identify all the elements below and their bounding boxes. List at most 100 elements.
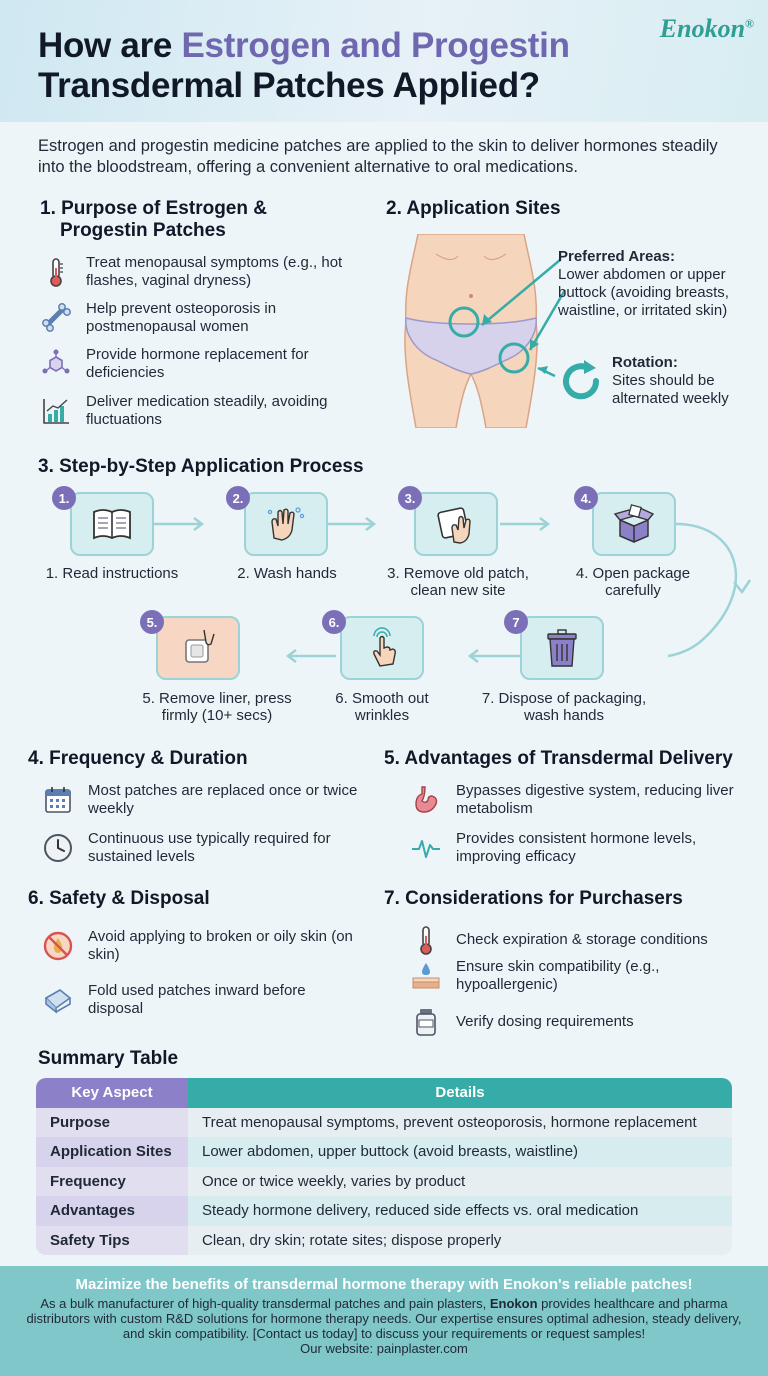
rotation-note: Rotation: Sites should be alternated wee… xyxy=(612,354,752,408)
step-2-number: 2. xyxy=(226,486,250,510)
advantages-item-text: Bypasses digestive system, reducing live… xyxy=(456,782,734,817)
purpose-heading: 1. Purpose of Estrogen & Progestin Patch… xyxy=(40,198,267,242)
step-6-number: 6. xyxy=(322,610,346,634)
footer-body-post: provides healthcare and pharma distribut… xyxy=(26,1296,742,1341)
considerations-heading: 7. Considerations for Purchasers xyxy=(384,888,683,909)
step-4-box xyxy=(592,492,676,556)
safety-heading: 6. Safety & Disposal xyxy=(28,888,210,909)
process-heading: 3. Step-by-Step Application Process xyxy=(38,456,364,477)
footer-website[interactable]: Our website: painplaster.com xyxy=(300,1341,468,1356)
thermometer-icon xyxy=(408,922,444,958)
book-icon xyxy=(93,509,131,540)
open-box-icon xyxy=(613,504,655,543)
advantages-item: Provides consistent hormone levels, impr… xyxy=(408,830,738,866)
sites-heading: 2. Application Sites xyxy=(386,198,561,219)
brand-mark: ® xyxy=(745,16,754,31)
bone-icon xyxy=(38,300,74,336)
brand-logo: Enokon® xyxy=(660,14,754,44)
purpose-item: Help prevent osteoporosis in postmenopau… xyxy=(38,300,348,336)
purpose-item: Treat menopausal symptoms (e.g., hot fla… xyxy=(38,254,348,290)
table-cell-key: Advantages xyxy=(36,1196,188,1226)
patch-press-icon xyxy=(185,629,215,663)
frequency-item: Continuous use typically required for su… xyxy=(40,830,370,866)
considerations-item: Verify dosing requirements xyxy=(408,1004,748,1040)
purpose-item: Provide hormone replacement for deficien… xyxy=(38,346,348,382)
summary-heading: Summary Table xyxy=(38,1048,179,1069)
preferred-title: Preferred Areas: xyxy=(558,248,676,265)
step-2-box xyxy=(244,492,328,556)
table-header-row: Key Aspect Details xyxy=(36,1078,732,1108)
no-oil-icon xyxy=(40,928,76,964)
frequency-heading: 4. Frequency & Duration xyxy=(28,748,248,769)
purpose-item-text: Treat menopausal symptoms (e.g., hot fla… xyxy=(86,254,343,289)
calendar-icon xyxy=(40,782,76,818)
advantages-heading: 5. Advantages of Transdermal Delivery xyxy=(384,748,733,769)
table-row: Frequency Once or twice weekly, varies b… xyxy=(36,1166,732,1196)
rotation-icon xyxy=(563,360,600,400)
step-6-box xyxy=(340,616,424,680)
frequency-item-text: Most patches are replaced once or twice … xyxy=(88,782,358,817)
frequency-item: Most patches are replaced once or twice … xyxy=(40,782,360,818)
purpose-item-text: Deliver medication steadily, avoiding fl… xyxy=(86,393,328,428)
considerations-item-text: Verify dosing requirements xyxy=(456,1013,634,1030)
intro-text: Estrogen and progestin medicine patches … xyxy=(38,137,718,176)
step-1-number: 1. xyxy=(52,486,76,510)
process-connectors xyxy=(154,517,752,663)
table-row: Application Sites Lower abdomen, upper b… xyxy=(36,1137,732,1167)
footer-brand: Enokon xyxy=(489,1296,538,1311)
step-7-box xyxy=(520,616,604,680)
step-3-number: 3. xyxy=(398,486,422,510)
skin-drop-icon xyxy=(408,958,444,994)
purpose-heading-line2: Progestin Patches xyxy=(60,220,226,241)
safety-item: Fold used patches inward before disposal xyxy=(40,982,360,1018)
step-2-label: 2. Wash hands xyxy=(237,565,337,582)
bottle-icon xyxy=(408,1004,444,1040)
title-part1: How are xyxy=(38,26,182,65)
body-illustration xyxy=(404,234,538,428)
step-5-label: 5. Remove liner, press firmly (10+ secs) xyxy=(142,690,292,724)
safety-item-text: Avoid applying to broken or oily skin (o… xyxy=(88,928,353,963)
table-row: Advantages Steady hormone delivery, redu… xyxy=(36,1196,732,1226)
footer-body-pre: As a bulk manufacturer of high-quality t… xyxy=(40,1296,490,1311)
considerations-item-text: Ensure skin compatibility (e.g., hypoall… xyxy=(456,958,660,993)
footer-banner: Mazimize the benefits of transdermal hor… xyxy=(0,1266,768,1376)
step-4-label: 4. Open package carefully xyxy=(575,565,691,599)
footer-body: As a bulk manufacturer of high-quality t… xyxy=(0,1294,768,1341)
folded-patch-icon xyxy=(40,982,76,1018)
footer-title: Mazimize the benefits of transdermal hor… xyxy=(75,1276,693,1293)
summary-table: Key Aspect Details Purpose Treat menopau… xyxy=(36,1078,732,1255)
considerations-item-text: Check expiration & storage conditions xyxy=(456,931,708,948)
table-row: Purpose Treat menopausal symptoms, preve… xyxy=(36,1107,732,1137)
purpose-item: Deliver medication steadily, avoiding fl… xyxy=(38,393,358,429)
table-cell-value: Lower abdomen, upper buttock (avoid brea… xyxy=(188,1137,732,1167)
rotation-text: Sites should be alternated weekly xyxy=(612,372,729,407)
advantages-item-text: Provides consistent hormone levels, impr… xyxy=(456,830,697,865)
step-1-box xyxy=(70,492,154,556)
table-cell-value: Treat menopausal symptoms, prevent osteo… xyxy=(202,1113,697,1131)
rotation-title: Rotation: xyxy=(612,354,678,371)
step-4-number: 4. xyxy=(574,486,598,510)
header-banner: How are Estrogen and Progestin Transderm… xyxy=(0,0,768,122)
purpose-heading-line1: 1. Purpose of Estrogen & xyxy=(40,198,267,219)
title-line2: Transdermal Patches Applied? xyxy=(38,66,540,105)
step-6-label: 6. Smooth out wrinkles xyxy=(335,690,429,724)
purpose-item-text: Help prevent osteoporosis in postmenopau… xyxy=(86,300,277,335)
stomach-icon xyxy=(408,782,444,818)
molecule-icon xyxy=(38,346,74,382)
safety-item-text: Fold used patches inward before disposal xyxy=(88,982,306,1017)
brand-name: Enokon xyxy=(659,14,746,43)
pulse-icon xyxy=(408,830,444,866)
step-7-number: 7 xyxy=(504,610,528,634)
wipe-icon xyxy=(437,507,471,544)
table-cell-value: Steady hormone delivery, reduced side ef… xyxy=(188,1196,732,1226)
title-accent: Estrogen and Progestin xyxy=(181,26,570,65)
step-3-box xyxy=(414,492,498,556)
touch-hand-icon xyxy=(373,627,396,667)
wash-hands-icon xyxy=(267,507,305,541)
purpose-item-text: Provide hormone replacement for deficien… xyxy=(86,346,309,381)
step-7-label: 7. Dispose of packaging, wash hands xyxy=(481,690,647,724)
considerations-item: Ensure skin compatibility (e.g., hypoall… xyxy=(408,958,748,994)
pointer-arrows xyxy=(481,259,567,378)
table-cell-key: Purpose xyxy=(36,1107,188,1137)
table-row: Safety Tips Clean, dry skin; rotate site… xyxy=(36,1225,732,1255)
